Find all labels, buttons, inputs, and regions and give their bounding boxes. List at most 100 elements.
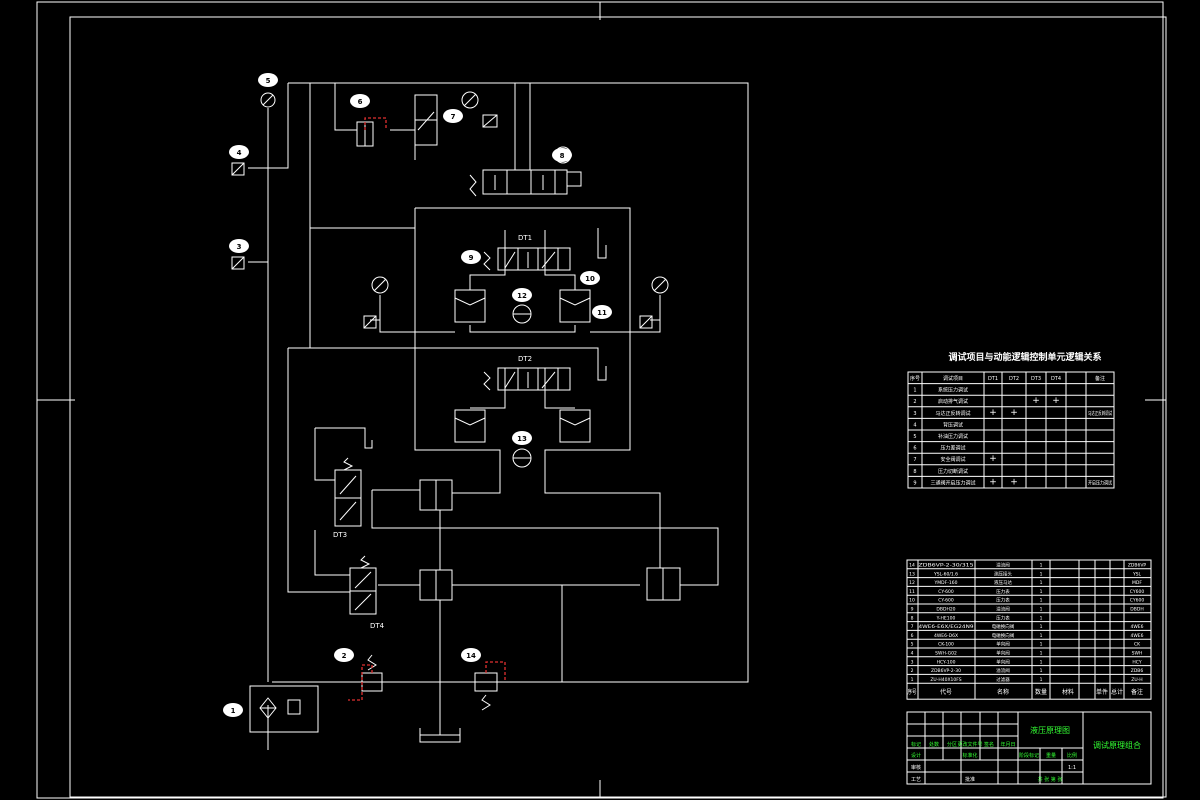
parts-cell: CY600	[1130, 589, 1145, 595]
logic-plus-mark: +	[1032, 396, 1040, 406]
parts-cell: YSL-60/1.6	[933, 571, 958, 577]
bubble-6: 6	[358, 98, 363, 106]
parts-cell: CY-600	[938, 598, 954, 604]
parts-header-cell: 名称	[997, 688, 1009, 696]
logic-plus-mark: +	[989, 477, 997, 487]
parts-cell: ZDB6VP	[1128, 563, 1147, 569]
parts-cell: DBDH	[1130, 607, 1143, 613]
bubble-12: 12	[517, 292, 527, 300]
tb-stage: 阶段标记	[1019, 752, 1039, 759]
sheet-border-inner	[69, 16, 1167, 798]
parts-cell: 1	[1040, 580, 1043, 586]
parts-header-cell: 总计	[1111, 688, 1123, 696]
parts-cell: 1	[1040, 668, 1043, 674]
parts-cell: ZDB6	[1131, 668, 1144, 674]
logic-cell: 7	[913, 457, 916, 463]
parts-cell: 4WE6-E6X/EG24N9	[919, 624, 974, 630]
parts-cell: 2	[911, 668, 914, 674]
tb-row-label-3: 更改文件号	[957, 741, 982, 748]
logic-header-cell: 序号	[910, 375, 920, 382]
parts-cell: 1	[1040, 624, 1043, 630]
bubble-11: 11	[597, 309, 607, 317]
parts-cell: DBDH20	[936, 607, 955, 613]
tb-weight: 重量	[1046, 752, 1056, 759]
tb-standard: 标准化	[962, 752, 977, 759]
tb-scale-value: 1:1	[1068, 765, 1076, 771]
logic-cell: 开启压力调试	[1088, 479, 1112, 486]
parts-header-cell: 备注	[1131, 688, 1143, 696]
logic-plus-mark: +	[1010, 408, 1018, 418]
parts-cell: 14	[909, 563, 915, 569]
parts-cell: 1	[911, 677, 914, 683]
logic-cell: 3	[913, 411, 916, 417]
parts-cell: 10	[909, 598, 915, 604]
parts-cell: ZDB6VP-2-30/315	[919, 563, 974, 569]
logic-header-cell: 备注	[1095, 375, 1105, 382]
bubble-4: 4	[237, 149, 242, 157]
logic-header-cell: DT4	[1051, 376, 1061, 382]
parts-cell: 8	[911, 615, 914, 621]
tb-check: 审核	[911, 764, 921, 771]
parts-cell: ZU-H40X10FS	[930, 677, 961, 683]
tb-sheet: 共 张 第 张	[1038, 776, 1063, 783]
parts-cell: YMDF-160	[934, 580, 958, 586]
tb-approve: 批准	[965, 776, 975, 783]
parts-cell: 11	[909, 589, 915, 595]
parts-cell: 压力表	[996, 597, 1010, 604]
parts-cell: 4WE6	[1130, 624, 1143, 630]
logic-cell: 压力差调试	[940, 445, 965, 452]
parts-cell: ZU-H	[1131, 677, 1142, 683]
parts-list-frame	[906, 559, 1152, 700]
sheet-border-outer	[36, 1, 1164, 799]
title-project: 液压原理图	[1030, 725, 1070, 735]
logic-plus-mark: +	[1052, 396, 1060, 406]
parts-cell: 9	[911, 607, 914, 613]
pipe-network	[248, 82, 749, 750]
parts-cell: 单向阀	[996, 658, 1010, 665]
pilot-lines	[348, 117, 506, 701]
tb-design: 设计	[911, 752, 921, 759]
parts-header-cell: 代号	[940, 688, 952, 696]
parts-header-cell: 数量	[1035, 688, 1047, 696]
logic-cell: 三通阀开启压力调试	[930, 479, 975, 486]
parts-cell: 电磁换向阀	[992, 632, 1015, 639]
logic-cell: 5	[913, 434, 916, 440]
parts-cell: SWH-G02	[935, 651, 957, 657]
parts-cell: 4WE6	[1130, 633, 1143, 639]
label-dt1: DT1	[518, 234, 532, 242]
parts-cell: 电磁换向阀	[992, 623, 1015, 630]
logic-cell: 8	[913, 469, 916, 475]
logic-plus-mark: +	[1010, 477, 1018, 487]
parts-cell: Y-HE100	[936, 615, 956, 621]
title-block: 液压原理图 调试原理组合 标记 处数 分区 更改文件号 签名 年月日 设计 标准…	[906, 711, 1152, 785]
tb-scale: 比例	[1067, 752, 1077, 759]
tb-row-label-2: 分区	[947, 741, 957, 748]
logic-header-cell: 调试项目	[943, 375, 963, 382]
parts-cell: 压力表	[996, 588, 1010, 595]
parts-cell: 压力表	[996, 614, 1010, 621]
logic-cell: 启动排气调试	[938, 398, 968, 405]
bubble-3: 3	[237, 243, 242, 251]
parts-cell: CY600	[1130, 598, 1145, 604]
parts-cell: SWH	[1132, 651, 1143, 657]
logic-header-cell: DT2	[1009, 376, 1019, 382]
logic-cell: 安全阀调试	[940, 456, 965, 463]
bubble-1: 1	[231, 707, 236, 715]
tb-row-label-0: 标记	[911, 741, 921, 748]
parts-cell: 1	[1040, 563, 1043, 569]
parts-cell: 1	[1040, 589, 1043, 595]
parts-cell: HCY	[1132, 659, 1141, 665]
parts-cell: 1	[1040, 598, 1043, 604]
logic-cell: 2	[913, 399, 916, 405]
tb-process: 工艺	[911, 777, 921, 783]
label-dt3: DT3	[333, 531, 347, 539]
logic-cell: 马达正反转调试	[1088, 410, 1112, 417]
parts-cell: 溢流阀	[996, 667, 1010, 674]
parts-cell: CK	[1134, 642, 1141, 648]
parts-cell: 1	[1040, 642, 1043, 648]
callout-bubbles: 1 2 3 4 5 6 7 8 9 10 11 12 13 14	[223, 73, 612, 717]
parts-cell: 5	[911, 642, 914, 648]
logic-cell: 9	[913, 480, 916, 486]
